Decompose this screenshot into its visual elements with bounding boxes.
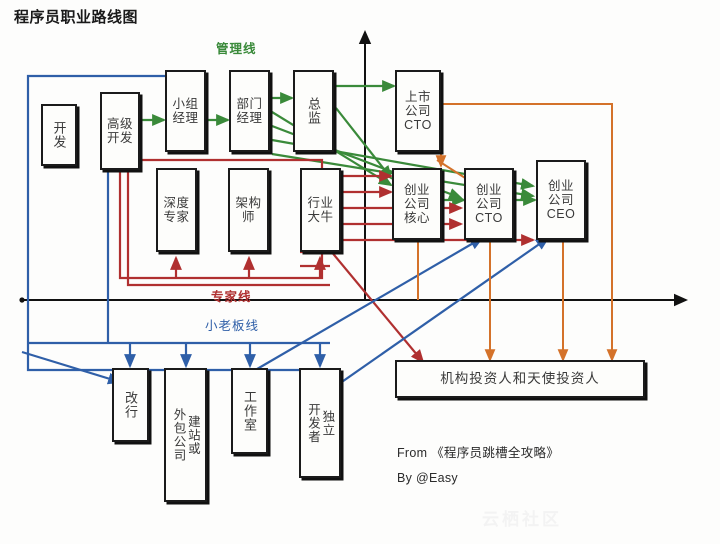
node-investors-label: 机构投资人和天使投资人 bbox=[440, 370, 600, 386]
node-dev[interactable]: 开发 bbox=[41, 104, 77, 166]
node-indie-dev-label: 独立 开发者 bbox=[306, 402, 335, 444]
node-startup-cto[interactable]: 创业 公司 CTO bbox=[464, 168, 514, 240]
credit-by: By @Easy bbox=[397, 471, 458, 485]
node-studio[interactable]: 工作室 bbox=[231, 368, 268, 454]
node-startup-core[interactable]: 创业 公司 核心 bbox=[392, 168, 442, 240]
node-senior-dev[interactable]: 高级 开发 bbox=[100, 92, 140, 170]
node-dept-manager[interactable]: 部门 经理 bbox=[229, 70, 270, 152]
node-director[interactable]: 总监 bbox=[293, 70, 334, 152]
node-director-label: 总监 bbox=[306, 97, 321, 125]
node-senior-dev-label: 高级 开发 bbox=[106, 117, 133, 145]
edge-studio-to-startup-cto bbox=[251, 236, 484, 373]
node-startup-ceo-label: 创业 公司 CEO bbox=[546, 179, 576, 221]
node-startup-cto-label: 创业 公司 CTO bbox=[475, 183, 503, 225]
node-dept-manager-label: 部门 经理 bbox=[236, 97, 263, 125]
expert-rail-outer bbox=[118, 158, 324, 280]
node-team-lead[interactable]: 小组 经理 bbox=[165, 70, 206, 152]
node-change-career[interactable]: 改行 bbox=[112, 368, 149, 442]
node-listed-company-cto-label: 上市 公司 CTO bbox=[404, 90, 432, 132]
watermark: 云栖社区 bbox=[482, 510, 562, 529]
label-boss-line: 小老板线 bbox=[205, 319, 260, 333]
node-investors[interactable]: 机构投资人和天使投资人 bbox=[395, 360, 645, 398]
expert-rail-from-senior bbox=[126, 155, 330, 287]
node-architect[interactable]: 架构 师 bbox=[228, 168, 269, 252]
node-startup-ceo[interactable]: 创业 公司 CEO bbox=[536, 160, 586, 240]
node-architect-label: 架构 师 bbox=[235, 196, 262, 224]
label-management-line: 管理线 bbox=[216, 42, 257, 56]
node-team-lead-label: 小组 经理 bbox=[172, 97, 199, 125]
node-change-career-label: 改行 bbox=[123, 391, 138, 419]
node-indie-dev[interactable]: 独立 开发者 bbox=[299, 368, 341, 478]
axis-group bbox=[19, 30, 688, 307]
node-industry-guru[interactable]: 行业 大牛 bbox=[300, 168, 341, 252]
node-site-or-outsourcing[interactable]: 建站或 外包公司 bbox=[164, 368, 207, 502]
node-industry-guru-label: 行业 大牛 bbox=[307, 196, 334, 224]
node-studio-label: 工作室 bbox=[242, 390, 257, 432]
node-site-or-outsourcing-label: 建站或 外包公司 bbox=[171, 408, 200, 462]
edge-expert-to-investors bbox=[329, 249, 425, 364]
node-listed-company-cto[interactable]: 上市 公司 CTO bbox=[395, 70, 441, 152]
node-deep-expert[interactable]: 深度 专家 bbox=[156, 168, 197, 252]
edge-director-to-startup-core2 bbox=[335, 107, 393, 180]
node-deep-expert-label: 深度 专家 bbox=[163, 196, 190, 224]
node-startup-core-label: 创业 公司 核心 bbox=[403, 183, 430, 225]
investor-edges bbox=[417, 103, 618, 362]
boss-diag-lowleft bbox=[21, 350, 123, 385]
edge-indie-to-startup-ceo bbox=[315, 236, 550, 401]
page-title: 程序员职业路线图 bbox=[14, 9, 139, 26]
credit-from: From 《程序员跳槽全攻略》 bbox=[397, 446, 560, 460]
node-dev-label: 开发 bbox=[51, 121, 67, 149]
label-expert-line: 专家线 bbox=[211, 290, 252, 304]
